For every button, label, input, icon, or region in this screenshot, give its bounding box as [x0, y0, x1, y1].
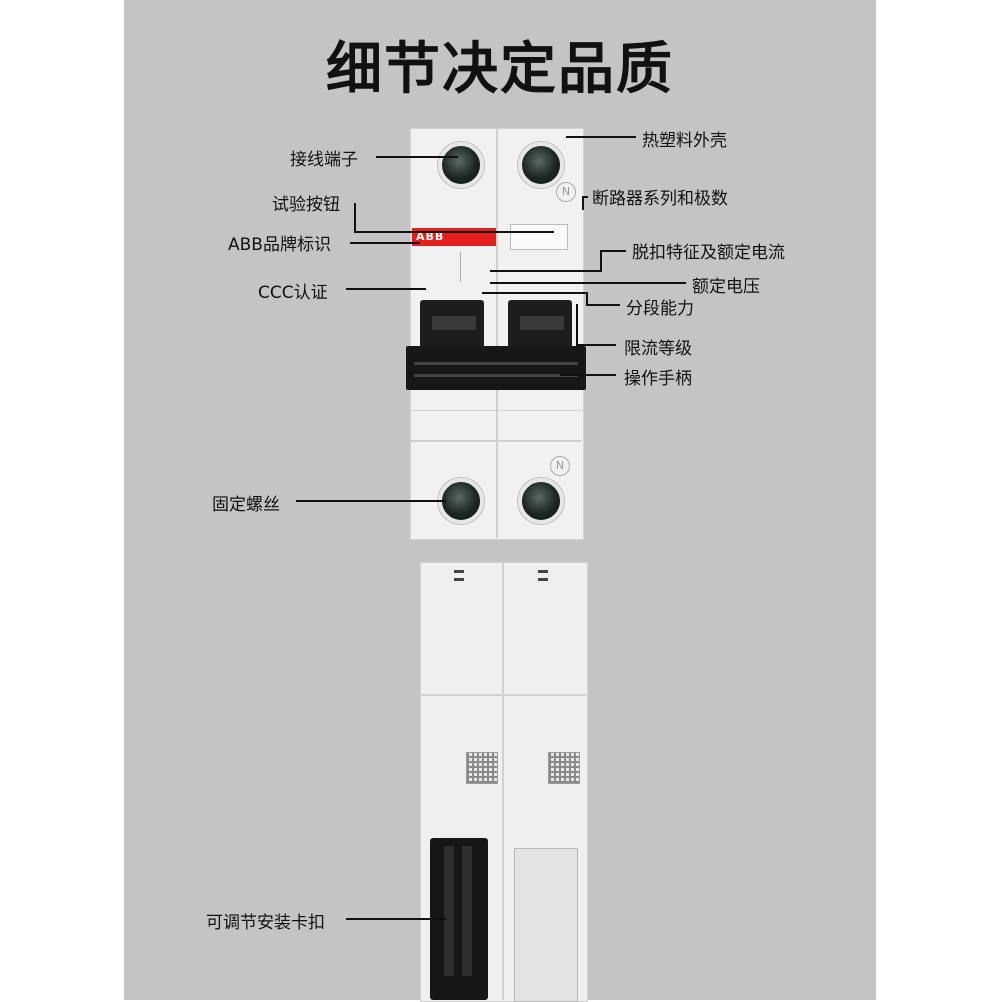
- housing-seam: [410, 440, 582, 442]
- clip-detail: [462, 846, 472, 976]
- leader-line: [566, 136, 636, 138]
- label-series-poles: 断路器系列和极数: [592, 189, 728, 209]
- leader-line: [490, 270, 602, 272]
- handle-cap: [520, 316, 564, 330]
- screw-terminal-icon: [518, 142, 564, 188]
- leader-line: [482, 292, 588, 294]
- label-handle: 操作手柄: [624, 369, 692, 389]
- qr-code: [466, 752, 498, 784]
- handle-cap: [432, 316, 476, 330]
- n-mark-icon: N: [556, 182, 576, 202]
- leader-line: [346, 288, 426, 290]
- leader-line: [376, 156, 458, 158]
- leader-line: [560, 374, 616, 376]
- vent-slot: [454, 570, 464, 573]
- leader-line: [600, 250, 626, 252]
- label-limiting-class: 限流等级: [624, 339, 692, 359]
- handle-rib: [414, 374, 578, 377]
- leader-line: [490, 282, 686, 284]
- mounting-clip-released: [514, 848, 578, 1002]
- leader-line: [354, 203, 356, 233]
- label-mount-clip: 可调节安装卡扣: [206, 913, 325, 933]
- leader-line: [296, 500, 446, 502]
- label-rated-voltage: 额定电压: [692, 277, 760, 297]
- label-breaking-capacity: 分段能力: [626, 299, 694, 319]
- n-mark-icon: N: [550, 456, 570, 476]
- leader-line: [586, 292, 588, 306]
- label-trip-current: 脱扣特征及额定电流: [632, 243, 785, 263]
- leader-line: [582, 196, 588, 198]
- housing-seam: [410, 410, 582, 411]
- leader-line: [576, 304, 578, 344]
- leader-line: [582, 196, 584, 210]
- vent-slot: [538, 570, 548, 573]
- test-button[interactable]: [510, 224, 568, 250]
- leader-line: [350, 242, 420, 244]
- leader-line: [354, 231, 554, 233]
- qr-code: [548, 752, 580, 784]
- vent-slot: [454, 578, 464, 581]
- label-housing: 热塑料外壳: [642, 131, 727, 151]
- leader-line: [600, 250, 602, 272]
- pole-divider: [502, 562, 504, 1000]
- operating-handle[interactable]: [406, 346, 586, 390]
- fixing-screw-icon: [518, 478, 564, 524]
- vent-slot: [538, 578, 548, 581]
- label-test-button: 试验按钮: [272, 195, 340, 215]
- leader-line: [586, 304, 620, 306]
- leader-line: [346, 918, 446, 920]
- abb-logo: ABB: [416, 230, 445, 243]
- housing-seam: [420, 694, 586, 696]
- handle-rib: [414, 362, 578, 365]
- label-fixing-screw: 固定螺丝: [212, 495, 280, 515]
- page-title: 细节决定品质: [326, 37, 674, 102]
- printed-text-block: [460, 252, 491, 282]
- screw-terminal-icon: [438, 142, 484, 188]
- pole-divider: [496, 128, 498, 538]
- leader-line: [576, 344, 616, 346]
- label-abb-logo: ABB品牌标识: [228, 235, 331, 255]
- clip-detail: [444, 846, 454, 976]
- label-terminal: 接线端子: [290, 150, 358, 170]
- label-ccc: CCC认证: [258, 283, 328, 303]
